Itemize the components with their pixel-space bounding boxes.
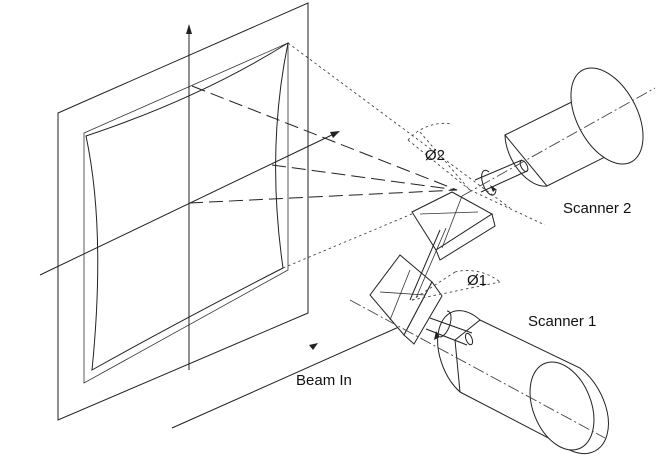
scanner-2 [474,67,644,196]
mirror-1 [369,254,443,345]
beam-in-line [171,321,411,429]
horizontal-axis-arrow-icon [330,131,340,138]
angle-2-indicator [407,122,546,226]
plane-axes [39,24,340,370]
angle-2-label: Ø2 [425,147,445,164]
mirror-2 [411,191,496,261]
angle-1-indicator [411,270,501,301]
beam-in-label: Beam In [296,372,352,389]
scan-field-distortion [85,41,289,371]
scanner-1-label: Scanner 1 [528,313,596,330]
scanner-1 [425,310,609,455]
beam-arrow-icon [309,343,318,350]
angle-1-label: Ø1 [467,272,487,289]
scanner-2-label: Scanner 2 [563,200,631,217]
vertical-axis-arrow-icon [186,24,192,34]
rotation-arrow-icon [434,331,440,340]
rotation-arrow-icon [490,185,496,192]
projection-plane [57,2,309,421]
